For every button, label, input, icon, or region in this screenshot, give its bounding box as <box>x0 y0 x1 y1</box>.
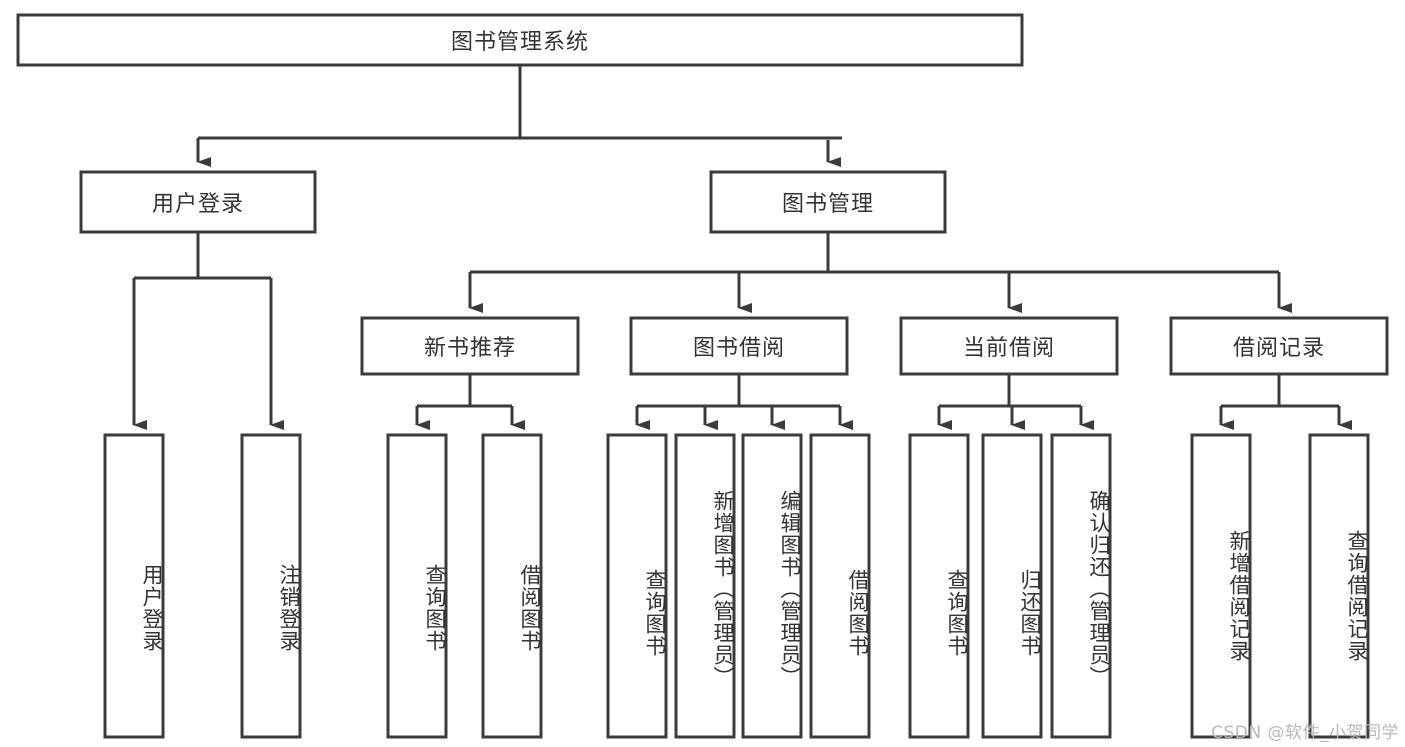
node-box-leaf-user-logout[interactable] <box>240 433 302 739</box>
node-box-root[interactable] <box>16 13 1024 67</box>
edge-group-current-borrow-children <box>937 374 1094 430</box>
edge-book-manage-trunk <box>470 232 1279 274</box>
edge-group-user-login-children <box>132 232 284 430</box>
edge-group-new-book-recommend-children <box>415 374 525 430</box>
node-box-leaf-add-borrow-record[interactable] <box>1190 433 1252 739</box>
node-box-leaf-edit-book-admin[interactable] <box>741 433 803 739</box>
edge-borrow-record-trunk <box>1221 374 1339 408</box>
node-box-leaf-return-book[interactable] <box>981 433 1043 739</box>
node-box-leaf-borrow-book-bor[interactable] <box>809 433 871 739</box>
edge-group-borrow-record-children <box>1219 374 1352 430</box>
node-box-leaf-query-book-rec[interactable] <box>386 433 448 739</box>
node-box-borrow-record[interactable] <box>1169 316 1389 376</box>
node-box-user-login[interactable] <box>79 170 317 234</box>
edge-book-borrow-trunk <box>637 374 840 408</box>
node-box-current-borrow[interactable] <box>899 316 1119 376</box>
node-box-book-manage[interactable] <box>709 170 947 234</box>
node-box-leaf-query-book-bor[interactable] <box>606 433 668 739</box>
edge-group-book-manage-children <box>468 232 1292 313</box>
node-box-leaf-add-book-admin[interactable] <box>674 433 736 739</box>
edge-user-login-trunk <box>134 232 271 280</box>
node-box-leaf-confirm-return-admin[interactable] <box>1050 433 1112 739</box>
edge-group-root-to-level1 <box>196 65 842 167</box>
edge-root-trunk <box>196 65 842 160</box>
node-box-leaf-query-book-cur[interactable] <box>908 433 970 739</box>
edge-recommend-trunk <box>417 374 512 408</box>
node-box-leaf-query-borrow-record[interactable] <box>1308 433 1370 739</box>
node-box-new-book-recommend[interactable] <box>360 316 580 376</box>
edge-group-book-borrow-children <box>635 374 853 430</box>
node-box-leaf-user-login[interactable] <box>103 433 165 739</box>
node-box-leaf-borrow-book-rec[interactable] <box>481 433 543 739</box>
edge-current-borrow-trunk <box>939 374 1081 408</box>
node-box-book-borrow[interactable] <box>629 316 849 376</box>
